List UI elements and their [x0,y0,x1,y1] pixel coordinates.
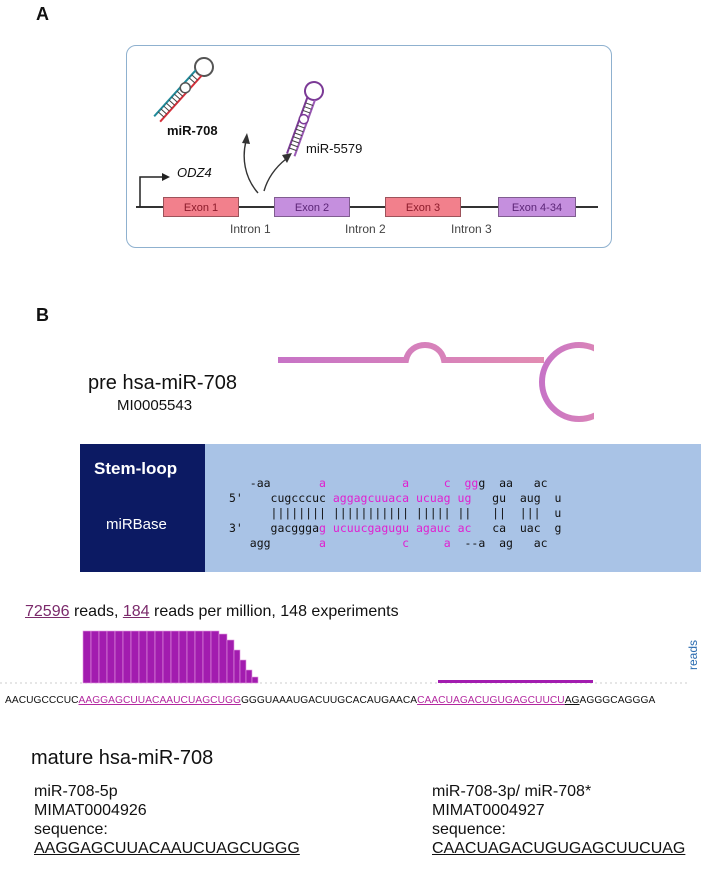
intron-3-label: Intron 3 [451,222,492,236]
reads-axis-label-wrap: reads [686,634,708,678]
pre-mirna-id: MI0005543 [117,397,193,414]
precursor-sequence: AACUGCCCUCAAGGAGCUUACAAUCUAGCUGGGGGUAAAU… [5,695,656,706]
mature-5p-name: miR-708-5p [34,783,118,800]
mature-3p-seq-label: sequence: [432,821,506,838]
mature-3p-highlight: CAACUAGACUGUGAGCUUCU [417,695,565,706]
arrow-to-mir708-icon [243,140,259,194]
mature-3p-name: miR-708-3p/ miR-708* [432,783,592,800]
reads-bars-5p [82,630,259,684]
mature-title: mature hsa-miR-708 [31,747,214,769]
panel-a-letter: A [36,4,49,24]
reads-axis-label: reads [686,639,701,671]
mature-5p-highlight: AAGGAGCUUACAAUCUAGCUGG [78,695,241,706]
intron-2-label: Intron 2 [345,222,386,236]
stemloop-label-panel [80,444,205,572]
promoter-arrow-icon [139,176,164,207]
mir708-label: miR-708 [167,123,218,138]
exon-1: Exon 1 [163,197,239,217]
pre-mirna-hairpin-icon [278,342,594,422]
reads-histogram [0,630,688,684]
mature-3p-block: miR-708-3p/ miR-708* MIMAT0004927 sequen… [432,782,685,858]
stemloop-label: Stem-loop [94,459,178,478]
mature-5p-seq-label: sequence: [34,821,108,838]
reads-summary: 72596 reads, 184 reads per million, 148 … [25,603,399,620]
gene-label: ODZ4 [177,165,212,180]
mature-5p-block: miR-708-5p MIMAT0004926 sequence: AAGGAG… [34,782,300,858]
exon-2: Exon 2 [274,197,350,217]
exon-4-34: Exon 4-34 [498,197,576,217]
stemloop-structure: -aa a a c ggg aa ac 5' cugcccuc aggagcuu… [229,476,562,550]
panel-b-letter: B [36,305,49,325]
pre-mirna-title: pre hsa-miR-708 [88,372,237,394]
exon-3: Exon 3 [385,197,461,217]
reads-per-million-link[interactable]: 184 [122,603,150,620]
mir708-hairpin-icon [153,57,214,123]
reads-bars-3p [438,680,593,683]
read-count-link[interactable]: 72596 [25,603,70,620]
intron-1-label: Intron 1 [230,222,271,236]
mir5579-hairpin-icon [286,81,324,157]
stemloop-structure-panel [205,444,701,572]
mir5579-label: miR-5579 [306,141,363,156]
mature-5p-sequence: AAGGAGCUUACAAUCUAGCUGGG [34,840,300,857]
arrow-to-mir5579-icon [263,158,287,192]
mature-3p-id: MIMAT0004927 [432,802,545,819]
mature-5p-id: MIMAT0004926 [34,802,147,819]
mirbase-label: miRBase [106,516,167,533]
mature-3p-sequence: CAACUAGACUGUGAGCUUCUAG [432,840,686,857]
